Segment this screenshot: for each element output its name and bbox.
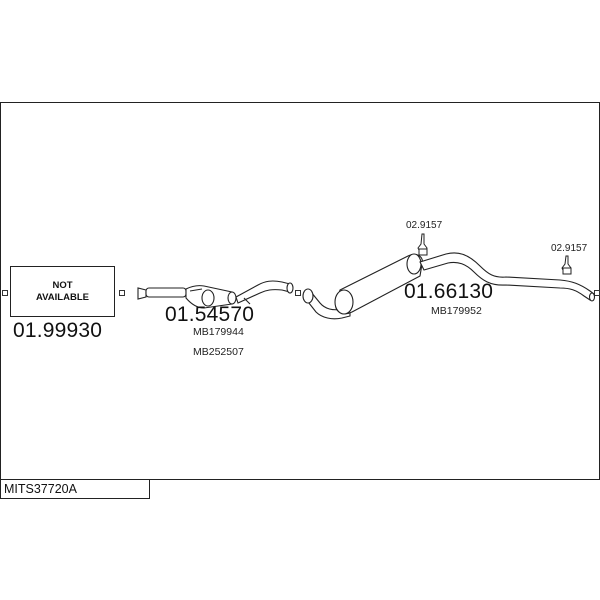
bracket-label[interactable]: 02.9157 bbox=[551, 243, 588, 254]
oem-ref: MB252507 bbox=[193, 346, 244, 358]
bracket-label[interactable]: 02.9157 bbox=[406, 220, 443, 231]
part-number-rear[interactable]: 01.66130 bbox=[404, 280, 494, 303]
centre-muffler-assembly bbox=[137, 280, 294, 309]
rear-muffler-assembly bbox=[302, 252, 596, 320]
model-code: MITS37720A bbox=[4, 482, 77, 496]
not-available-line2: AVAILABLE bbox=[36, 291, 89, 303]
bracket-icon bbox=[561, 255, 572, 275]
connector-marker bbox=[2, 290, 8, 296]
connector-marker bbox=[295, 290, 301, 296]
part-number-centre[interactable]: 01.54570 bbox=[165, 303, 255, 326]
not-available-box: NOT AVAILABLE bbox=[10, 266, 115, 317]
not-available-line1: NOT bbox=[52, 279, 73, 291]
model-code-box: MITS37720A bbox=[0, 479, 150, 499]
oem-ref: MB179952 bbox=[431, 305, 482, 317]
bracket-icon bbox=[417, 233, 428, 256]
connector-marker bbox=[119, 290, 125, 296]
part-number-front[interactable]: 01.99930 bbox=[13, 319, 103, 342]
oem-ref: MB179944 bbox=[193, 326, 244, 338]
